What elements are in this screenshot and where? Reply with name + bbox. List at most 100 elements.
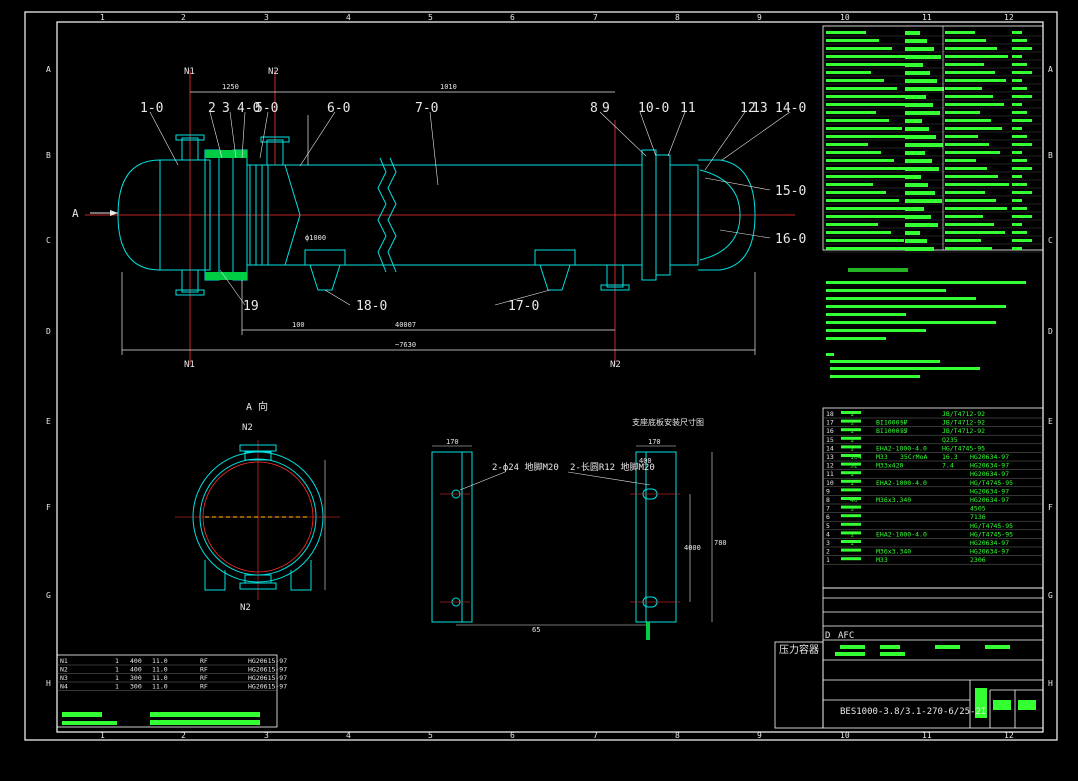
bom-cell: 11 <box>826 470 834 478</box>
part-callout-label: 4-0 <box>237 101 260 116</box>
nozzle-table-cell: N2 <box>60 666 68 674</box>
support-17 <box>534 249 576 265</box>
nozzle-marker-label: N2 <box>268 67 279 77</box>
grid-col-label: 11 <box>922 731 932 740</box>
part-callout-label: 9 <box>602 101 610 116</box>
nozzle-table-cell: 400 <box>130 666 142 674</box>
flange-bolts-bottom <box>205 272 247 280</box>
dimension-text: 100 <box>292 321 305 329</box>
grid-col-label: 6 <box>510 13 515 22</box>
grid-col-label: 10 <box>840 731 850 740</box>
bom-cell: 7.4 <box>942 462 954 470</box>
break-line-1 <box>377 157 387 273</box>
part-callout-label: 17-0 <box>508 299 539 314</box>
nozzle-table-cell: 1 <box>115 666 119 674</box>
grid-row-label: B <box>46 151 51 160</box>
bom-cell: M36x3.340 <box>876 496 911 504</box>
nozzle-table-cell: RF <box>200 683 208 691</box>
grid-col-label: 8 <box>675 13 680 22</box>
bom-cell: 1 <box>826 556 830 564</box>
grid-col-label: 3 <box>264 731 269 740</box>
grid-row-label: E <box>46 417 51 426</box>
nozzle-table-cell: 300 <box>130 674 142 682</box>
bom-cell: 57 <box>900 427 908 435</box>
part-callout-label: 10-0 <box>638 101 669 116</box>
part-callout-label: 8 <box>590 101 598 116</box>
bom-cell: 18 <box>826 410 834 418</box>
bom-cell: JB/T4712-92 <box>942 427 985 435</box>
grid-col-label: 12 <box>1004 731 1014 740</box>
grid-row-label: B <box>1048 151 1053 160</box>
part-callout-label: 14-0 <box>775 101 806 116</box>
nozzle-table-cell: N4 <box>60 683 68 691</box>
grid-col-label: 1 <box>100 731 105 740</box>
dimension-text: 40007 <box>395 321 416 329</box>
nozzle-table-cell: RF <box>200 674 208 682</box>
support-dimension: 780 <box>714 539 727 547</box>
nozzle-table-cell: 1 <box>115 657 119 665</box>
part-callout-label: 15-0 <box>775 184 806 199</box>
part-callout-label: 5-0 <box>255 101 278 116</box>
bom-cell: 13 <box>826 453 834 461</box>
bom-cell: 4505 <box>970 505 986 513</box>
bom-cell: 12 <box>826 462 834 470</box>
bom-cell: 2 <box>826 548 830 556</box>
bom-cell: HG20634-97 <box>970 470 1009 478</box>
pressure-vessel-label: 压力容器 <box>779 643 819 656</box>
grid-row-label: G <box>1048 591 1053 600</box>
bom-cell: 9 <box>826 487 830 495</box>
floating-head <box>669 164 699 266</box>
title-block-fills <box>835 645 1036 718</box>
support-dimension: 65 <box>532 626 540 634</box>
dimension-text: ~7630 <box>395 341 416 349</box>
flange-bolts-top <box>205 150 247 158</box>
bom-cell: HG20634-97 <box>970 462 1009 470</box>
a-view-saddle-right <box>290 560 312 591</box>
support-detail-title: 支座底板安装尺寸图 <box>632 417 704 427</box>
support-dimension: 400 <box>639 457 652 465</box>
impingement-plate <box>284 164 301 266</box>
bom-cell: 16 <box>826 427 834 435</box>
technical-notes <box>826 268 1026 378</box>
bom-cell: 35CrMoA <box>900 453 927 461</box>
grid-row-label: H <box>46 679 51 688</box>
bom-cell: HG/T4745-95 <box>970 522 1013 530</box>
break-line-2 <box>387 157 397 273</box>
nozzle-table-cell: 11.0 <box>152 683 168 691</box>
bom-cell: EHA2-1000-4.0 <box>876 530 927 538</box>
bom-cell: 14 <box>826 444 834 452</box>
grid-col-label: 5 <box>428 13 433 22</box>
grid-col-label: 7 <box>593 731 598 740</box>
bom-cell: HG20634-97 <box>970 496 1009 504</box>
bom-cell: 5 <box>826 522 830 530</box>
nozzle-table-cell: 400 <box>130 657 142 665</box>
bom-cell: 8 <box>826 496 830 504</box>
anchor-note: 2-ф24 地脚M20 <box>492 461 559 473</box>
grid-col-label: 7 <box>593 13 598 22</box>
a-view-nozzle-label: N2 <box>240 603 251 613</box>
grid-row-label: E <box>1048 417 1053 426</box>
a-view-nozzle-top <box>244 451 272 461</box>
a-view-nozzle-label: N2 <box>242 423 253 433</box>
bom-cell: 7 <box>826 505 830 513</box>
support-dimension: 170 <box>648 438 661 446</box>
bom-cell: 6 <box>826 513 830 521</box>
bom-cell: 17 <box>826 419 834 427</box>
nozzle-n2-top <box>266 139 284 166</box>
bom-cell: HG20634-97 <box>970 453 1009 461</box>
baseplate-right <box>635 451 677 623</box>
grid-row-label: F <box>46 503 51 512</box>
part-callout-label: 7-0 <box>415 101 438 116</box>
bom-cell: BI1000-F <box>876 419 907 427</box>
bom-cell: M33 <box>876 556 888 564</box>
nozzle-table-cell: 1 <box>115 683 119 691</box>
bom-cell: 7136 <box>970 513 986 521</box>
part-callout-label: 6-0 <box>327 101 350 116</box>
grid-row-label: D <box>1048 327 1053 336</box>
revision-label: D <box>825 631 830 641</box>
